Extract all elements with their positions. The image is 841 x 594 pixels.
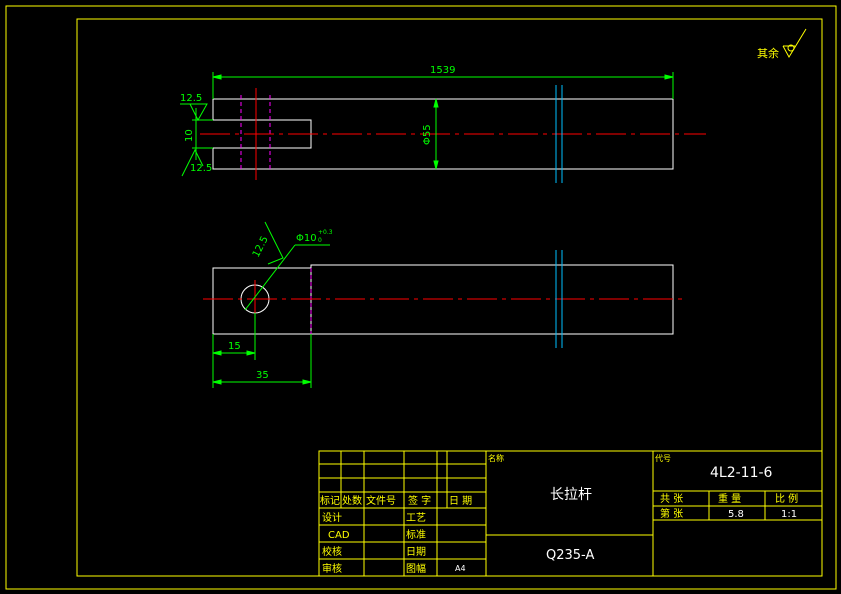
- role-design: 设计: [322, 511, 342, 524]
- hole-roughness: 12.5: [251, 235, 271, 260]
- front-view-centerlines: [203, 280, 684, 318]
- paper-size: A4: [455, 564, 466, 573]
- label-format: 图幅: [406, 562, 426, 575]
- front-view-dimensions: [212, 221, 330, 388]
- header-date: 日 期: [449, 495, 472, 507]
- title-block-grid: [318, 450, 823, 577]
- title-prop-headers: 共 张 重 量 比 例 第 张: [660, 492, 798, 520]
- dim-roughness-lower: 12.5: [190, 163, 212, 174]
- code-label: 代号: [655, 453, 671, 463]
- title-left-headers: 标记 处数 文件号 签 字 日 期: [320, 494, 472, 507]
- surface-finish-note: 其余: [757, 28, 807, 60]
- header-scale: 比 例: [775, 492, 798, 505]
- hole-tol-upper: +0.3: [318, 229, 333, 236]
- weight-value: 5.8: [728, 509, 744, 520]
- top-view-break-lines: [555, 85, 563, 183]
- role-check: 校核: [322, 545, 342, 558]
- title-block: 标记 处数 文件号 签 字 日 期 设计 CAD 校核 审核 工艺 标准 日期 …: [318, 450, 823, 577]
- name-label: 名称: [488, 453, 504, 463]
- header-total-sheets: 共 张: [660, 493, 683, 505]
- top-view: 1539 Φ55 10 12.5 12.5: [180, 65, 706, 183]
- dim-roughness-upper: 12.5: [180, 93, 202, 104]
- label-date: 日期: [406, 546, 426, 558]
- drawing-number: 4L2-11-6: [710, 465, 773, 481]
- scale-value: 1:1: [781, 509, 797, 520]
- header-count: 处数: [342, 494, 362, 507]
- header-weight: 重 量: [718, 492, 741, 505]
- header-file-no: 文件号: [366, 494, 396, 507]
- top-view-hidden-lines: [240, 95, 271, 170]
- label-standard: 标准: [406, 529, 426, 541]
- dim-hole-position: 15: [228, 341, 241, 352]
- front-view-break-lines: [555, 250, 563, 348]
- material: Q235-A: [546, 548, 594, 563]
- roughness-symbol-icon: [782, 28, 807, 59]
- hole-tol-lower: 0: [318, 237, 322, 244]
- dim-slot-width: 10: [184, 129, 195, 142]
- header-sign: 签 字: [408, 494, 431, 507]
- front-view: 12.5 Φ10 +0.3 0 15 35: [203, 221, 684, 388]
- label-process: 工艺: [406, 512, 426, 524]
- dim-overall-length: 1539: [430, 65, 455, 76]
- surface-finish-label: 其余: [757, 46, 779, 60]
- role-review: 审核: [322, 562, 342, 575]
- role-cad: CAD: [328, 530, 350, 541]
- sheet-label: 第 张: [660, 507, 683, 520]
- hole-diameter: Φ10: [296, 233, 317, 244]
- top-view-dimensions: [180, 72, 674, 177]
- title-role-labels: 设计 CAD 校核 审核: [322, 511, 350, 575]
- dim-thickness: Φ55: [422, 124, 433, 145]
- top-view-centerlines: [200, 88, 706, 180]
- title-mid-labels: 工艺 标准 日期 图幅 A4: [406, 512, 466, 575]
- header-mark: 标记: [320, 495, 340, 507]
- dim-end-length: 35: [256, 370, 269, 381]
- part-name: 长拉杆: [550, 487, 592, 503]
